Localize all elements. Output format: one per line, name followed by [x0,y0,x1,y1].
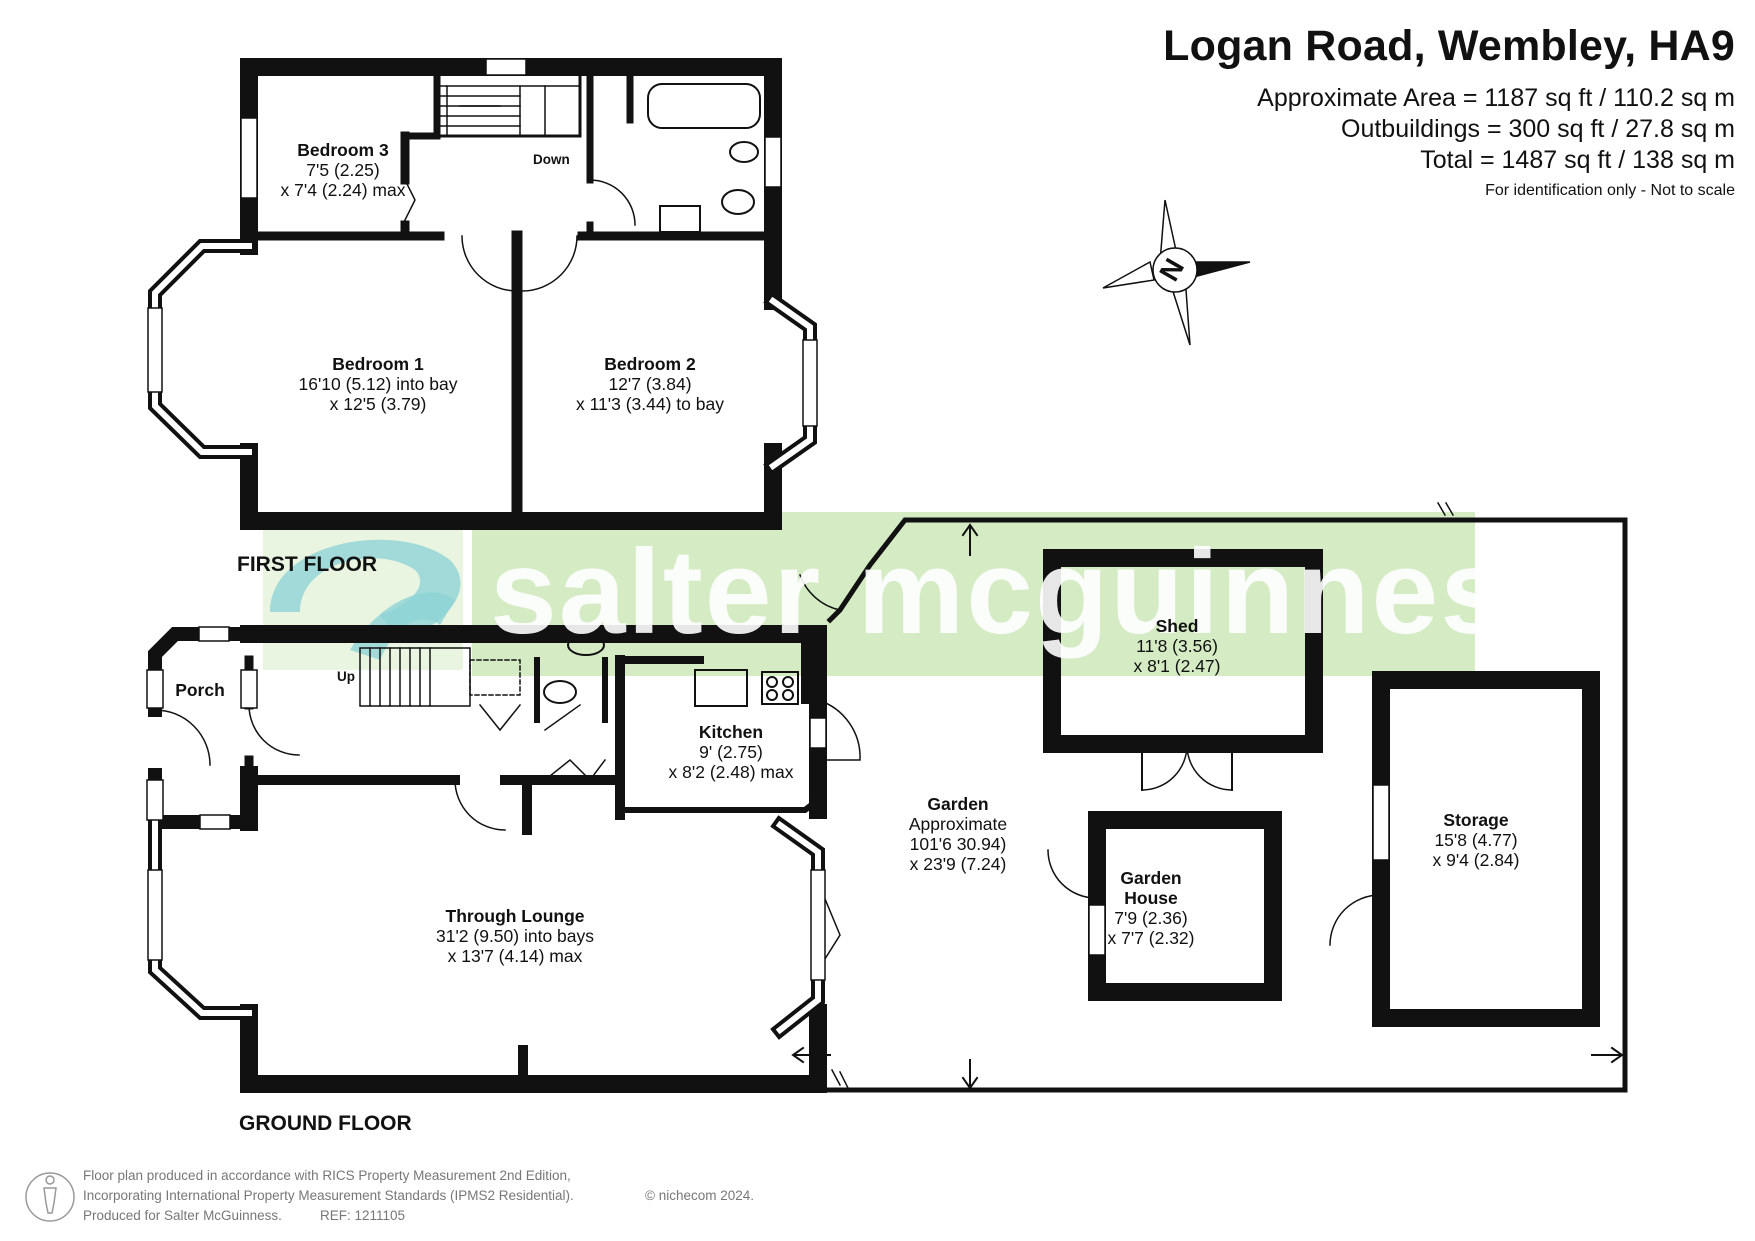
room-dim-1: 101'6 30.94) [909,834,1007,854]
room-name: Kitchen [698,722,764,742]
room-dim-2: x 13'7 (4.14) max [447,946,583,966]
room-bedroom-1: Bedroom 1 16'10 (5.12) into bay x 12'5 (… [298,354,457,414]
first-floor [147,58,818,530]
room-dim-1: 9' (2.75) [699,742,763,762]
room-dim-1: 15'8 (4.77) [1434,830,1518,850]
footer-line-2: Incorporating International Property Mea… [83,1188,574,1203]
room-name: Shed [1155,616,1199,636]
watermark-text: salter mcguinness [490,525,1578,659]
room-shed: Shed 11'8 (3.56) x 8'1 (2.47) [1134,616,1221,676]
room-dim-1: 31'2 (9.50) into bays [435,926,595,946]
room-name: Bedroom 2 [604,354,696,374]
footer-line-3: Produced for Salter McGuinness. [83,1208,282,1223]
room-dim-2: x 8'2 (2.48) max [668,762,794,782]
room-garden-house: Garden House 7'9 (2.36) x 7'7 (2.32) [1108,868,1195,948]
page-title: Logan Road, Wembley, HA9 [1163,22,1735,70]
room-name: Garden [927,794,989,814]
room-bedroom-2: Bedroom 2 12'7 (3.84) x 11'3 (3.44) to b… [576,354,724,414]
room-name: Storage [1443,810,1509,830]
room-dim-1: 7'5 (2.25) [306,160,380,180]
approximate-area: Approximate Area = 1187 sq ft / 110.2 sq… [1257,84,1735,112]
room-bedroom-3: Bedroom 3 7'5 (2.25) x 7'4 (2.24) max [281,140,406,200]
room-dim-2: x 11'3 (3.44) to bay [576,394,724,414]
room-dim-2: x 9'4 (2.84) [1432,850,1520,870]
room-dim-1: 11'8 (3.56) [1136,636,1218,656]
outbuildings-area: Outbuildings = 300 sq ft / 27.8 sq m [1341,115,1735,143]
total-area: Total = 1487 sq ft / 138 sq m [1420,146,1735,174]
room-through-lounge: Through Lounge 31'2 (9.50) into bays x 1… [436,906,594,966]
room-dim-2: x 23'9 (7.24) [909,854,1007,874]
room-name: Bedroom 1 [332,354,424,374]
room-dim-1: 16'10 (5.12) into bay [298,374,458,394]
room-dim-2: x 7'7 (2.32) [1107,928,1195,948]
garden-area [791,501,1628,1093]
room-dim-2: x 8'1 (2.47) [1133,656,1221,676]
room-dim-0: Approximate [908,814,1008,834]
ground-floor [146,625,861,1093]
stairs-up-label: Up [337,669,355,684]
compass-icon [1102,199,1251,346]
room-kitchen: Kitchen 9' (2.75) x 8'2 (2.48) max [669,722,794,782]
room-dim-1: 12'7 (3.84) [608,374,692,394]
stairs-down-label: Down [533,152,570,167]
room-name: Porch [175,680,225,700]
footer-copyright: © nichecom 2024. [645,1188,755,1203]
footer-ref: REF: 1211105 [320,1208,406,1223]
first-floor-label: FIRST FLOOR [237,553,377,576]
room-storage: Storage 15'8 (4.77) x 9'4 (2.84) [1433,810,1520,870]
room-dim-1: 7'9 (2.36) [1114,908,1188,928]
person-icon [25,1172,75,1222]
room-name: Through Lounge [445,906,585,926]
identification-note: For identification only - Not to scale [1485,182,1735,199]
room-dim-2: x 12'5 (3.79) [329,394,427,414]
room-dim-2: x 7'4 (2.24) max [280,180,406,200]
room-garden: Garden Approximate 101'6 30.94) x 23'9 (… [909,794,1007,874]
room-name-2: House [1124,888,1178,908]
room-name: Bedroom 3 [297,140,389,160]
room-name: Garden [1120,868,1182,888]
room-porch: Porch [175,680,225,700]
footer-line-1: Floor plan produced in accordance with R… [83,1168,571,1183]
ground-floor-label: GROUND FLOOR [239,1112,412,1135]
